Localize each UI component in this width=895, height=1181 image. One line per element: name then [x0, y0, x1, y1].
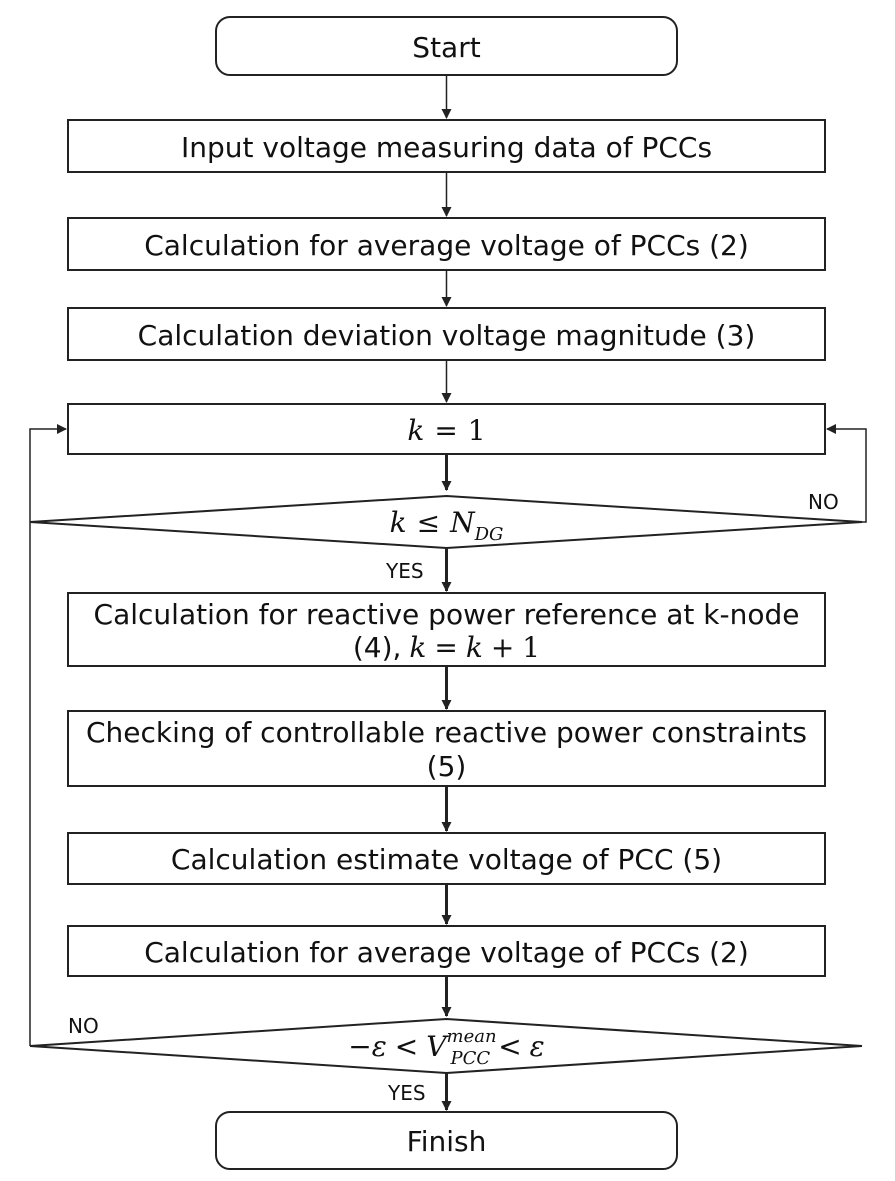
k-init-process	[67, 403, 826, 455]
deviation-process	[67, 307, 826, 361]
label-no-left: NO	[68, 1014, 99, 1038]
input-process	[67, 119, 826, 173]
start-label: Start	[412, 31, 480, 64]
finish-terminal	[215, 1111, 678, 1170]
avg2-process	[67, 925, 826, 977]
deviation-label: Calculation deviation voltage magnitude …	[138, 319, 756, 352]
k-init-label: k=1	[407, 414, 485, 447]
constraints-line1: Checking of controllable reactive power …	[86, 716, 807, 749]
input-label: Input voltage measuring data of PCCs	[181, 131, 712, 164]
edge-decision2-no-loop	[29, 424, 67, 1046]
label-yes-1: YES	[385, 559, 424, 583]
reactive-line2: (4),k=k+1	[353, 631, 540, 664]
decision1-label: k≤NDG	[390, 506, 504, 545]
estimate-label: Calculation estimate voltage of PCC (5)	[171, 843, 722, 876]
avg1-label: Calculation for average voltage of PCCs …	[144, 229, 749, 262]
label-no-right: NO	[808, 490, 839, 514]
edge-decision1-no-loop	[826, 424, 867, 523]
reactive-process	[67, 592, 826, 667]
decision2-diamond	[29, 1017, 863, 1075]
estimate-process	[67, 832, 826, 885]
reactive-line1: Calculation for reactive power reference…	[94, 598, 800, 631]
decision1-diamond	[29, 494, 863, 550]
avg2-label: Calculation for average voltage of PCCs …	[144, 936, 749, 969]
finish-label: Finish	[407, 1125, 487, 1158]
label-yes-2: YES	[387, 1081, 426, 1105]
constraints-line2: (5)	[427, 750, 467, 783]
